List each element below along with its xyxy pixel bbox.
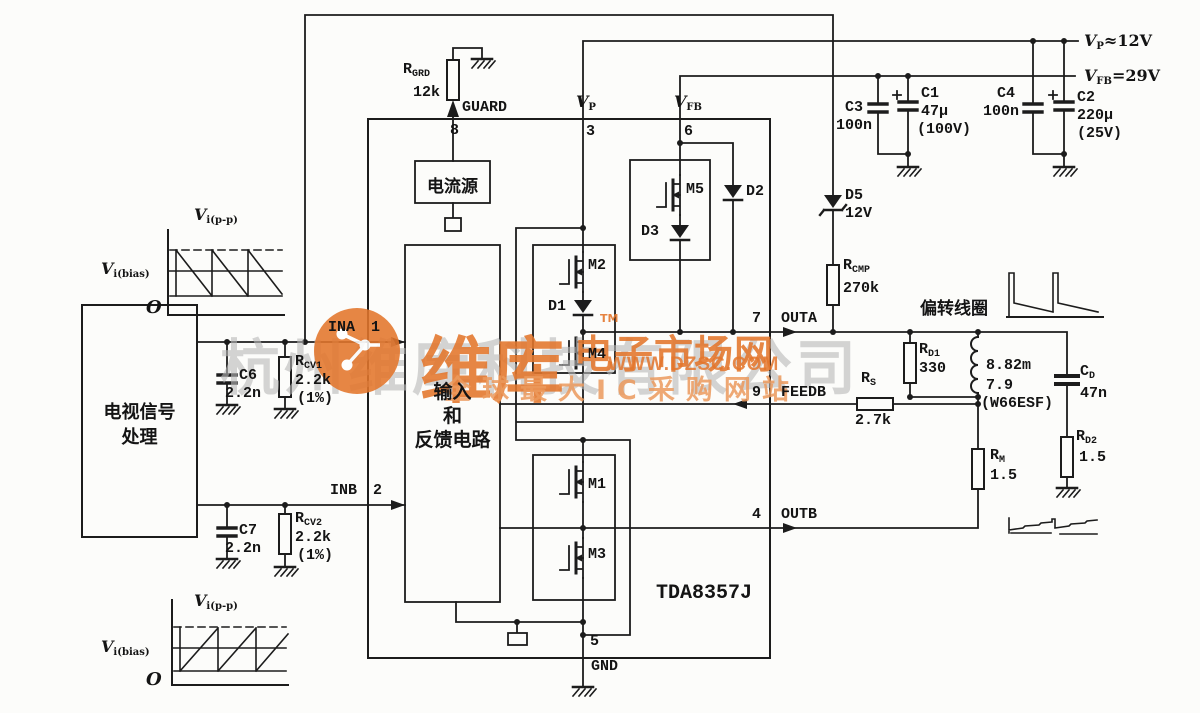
outa-arrow-icon	[783, 327, 797, 337]
c4-capacitor	[1022, 102, 1044, 114]
terminal-pad-bottom	[507, 632, 528, 646]
input-feedback-line2: 和	[442, 405, 462, 427]
ground-c6	[215, 403, 242, 416]
m2-mosfet	[558, 250, 585, 294]
waveform-insets	[167, 229, 1104, 686]
lower-pair-box	[532, 454, 616, 601]
tv-signal-line1: 电视信号	[103, 402, 176, 423]
m5-box	[629, 159, 711, 261]
c7-capacitor	[216, 526, 238, 538]
input-feedback-line3: 反馈电路	[414, 429, 491, 451]
tv-signal-line2: 处理	[121, 427, 158, 448]
ground-rgrd	[470, 57, 497, 70]
ina-arrow-icon	[391, 337, 405, 347]
guard-arrow-icon	[447, 100, 459, 117]
m1-mosfet	[558, 460, 585, 504]
d1-diode	[572, 298, 594, 317]
upper-pair-box	[532, 244, 616, 374]
tv-signal-box	[81, 304, 198, 538]
d2-diode	[722, 183, 744, 202]
cd-capacitor	[1054, 374, 1080, 386]
top-loop-wire	[304, 14, 834, 343]
input-feedback-box	[404, 244, 501, 603]
ground-rcv2	[273, 565, 300, 578]
m3-mosfet	[558, 536, 585, 580]
ground-rd2	[1055, 486, 1082, 499]
supply-rails	[582, 40, 1079, 229]
ground-c7	[215, 557, 242, 570]
feedb-arrow-icon	[733, 399, 747, 409]
current-source-box	[414, 160, 491, 204]
output-wires	[499, 331, 1068, 529]
current-source-block-label: 电流源	[427, 177, 478, 197]
ground-c2	[1052, 165, 1079, 178]
components	[215, 57, 1082, 698]
signal-arrows	[391, 100, 797, 533]
c6-capacitor	[216, 373, 238, 385]
rd1-resistor	[903, 342, 917, 384]
terminal-pad-top	[444, 217, 462, 232]
ground-rcv1	[273, 407, 300, 420]
c3-capacitor	[867, 102, 889, 114]
rcv1-resistor	[278, 356, 292, 398]
outb-arrow-icon	[783, 523, 797, 533]
m5-mosfet	[655, 173, 682, 217]
m4-mosfet	[558, 331, 585, 375]
guard-wires	[452, 47, 483, 219]
polarity-marks	[892, 90, 1058, 100]
upper-stage-wires	[515, 227, 631, 636]
c2-capacitor	[1053, 100, 1075, 112]
inb-arrow-icon	[391, 500, 405, 510]
c1-capacitor	[897, 100, 919, 112]
input-feedback-block-label: 输入 和 反馈电路	[407, 380, 498, 452]
rcv2-resistor	[278, 513, 292, 555]
rm-resistor	[971, 448, 985, 490]
rs-resistor	[856, 397, 894, 411]
ground-main	[571, 685, 598, 698]
input-feedback-line1: 输入	[433, 381, 472, 403]
waveform-outa-flyback	[1006, 272, 1104, 318]
input-wires	[196, 341, 406, 567]
waveform-outb-sawtooth	[1008, 517, 1098, 535]
rcmp-resistor	[826, 264, 840, 306]
ground-c1	[896, 165, 923, 178]
wires	[196, 14, 1079, 687]
lower-stage-wires	[455, 439, 584, 687]
rgrd-resistor	[446, 59, 460, 101]
clamp-wires	[679, 142, 734, 333]
deflection-coil	[970, 335, 980, 395]
waveform-input-b	[171, 599, 290, 686]
d3-diode	[669, 223, 691, 242]
rd2-resistor	[1060, 436, 1074, 478]
decoupling-wires	[877, 40, 1065, 167]
tv-signal-block-label: 电视信号 处理	[84, 400, 195, 450]
waveform-input-a	[167, 229, 285, 316]
junction-dots	[224, 38, 1067, 638]
